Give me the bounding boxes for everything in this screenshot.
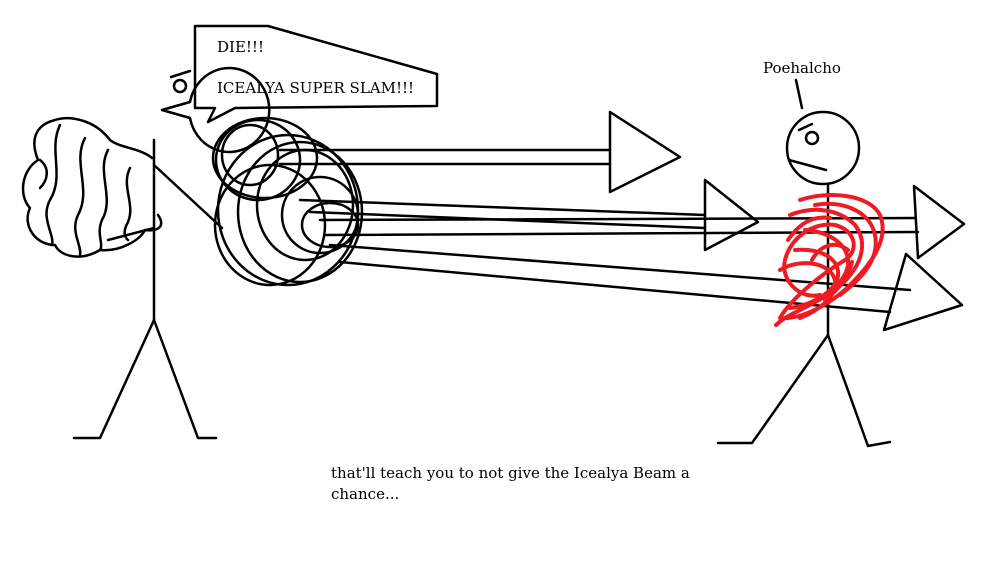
- beam-arrows: [278, 110, 966, 332]
- attacker-right-leg: [152, 318, 218, 440]
- speech-text-attack-name: ICEALYA SUPER SLAM!!!: [217, 79, 415, 97]
- blast-rings: [211, 116, 364, 287]
- caption-line-2: chance...: [331, 485, 400, 503]
- attacker-eye: [172, 78, 188, 94]
- speech-text-die: DIE!!!: [217, 38, 264, 56]
- speech-bubble: [193, 24, 439, 124]
- caption-line-1: that'll teach you to not give the Icealy…: [331, 464, 690, 482]
- victim-figure: [716, 78, 892, 448]
- attacker-left-leg: [72, 318, 156, 440]
- attacker-arm: [152, 163, 224, 230]
- victim-mouth: [787, 158, 828, 172]
- victim-brow: [797, 122, 814, 132]
- victim-right-leg: [826, 333, 892, 448]
- attacker-brow: [169, 69, 192, 79]
- victim-name-pointer: [794, 78, 804, 110]
- victim-head: [785, 110, 861, 186]
- blood-splatter: [774, 193, 885, 327]
- wing-shape: [21, 116, 163, 258]
- victim-left-leg: [716, 333, 830, 445]
- victim-name-label: Poehalcho: [763, 59, 841, 77]
- attacker-head: [160, 66, 271, 154]
- victim-eye: [804, 130, 820, 146]
